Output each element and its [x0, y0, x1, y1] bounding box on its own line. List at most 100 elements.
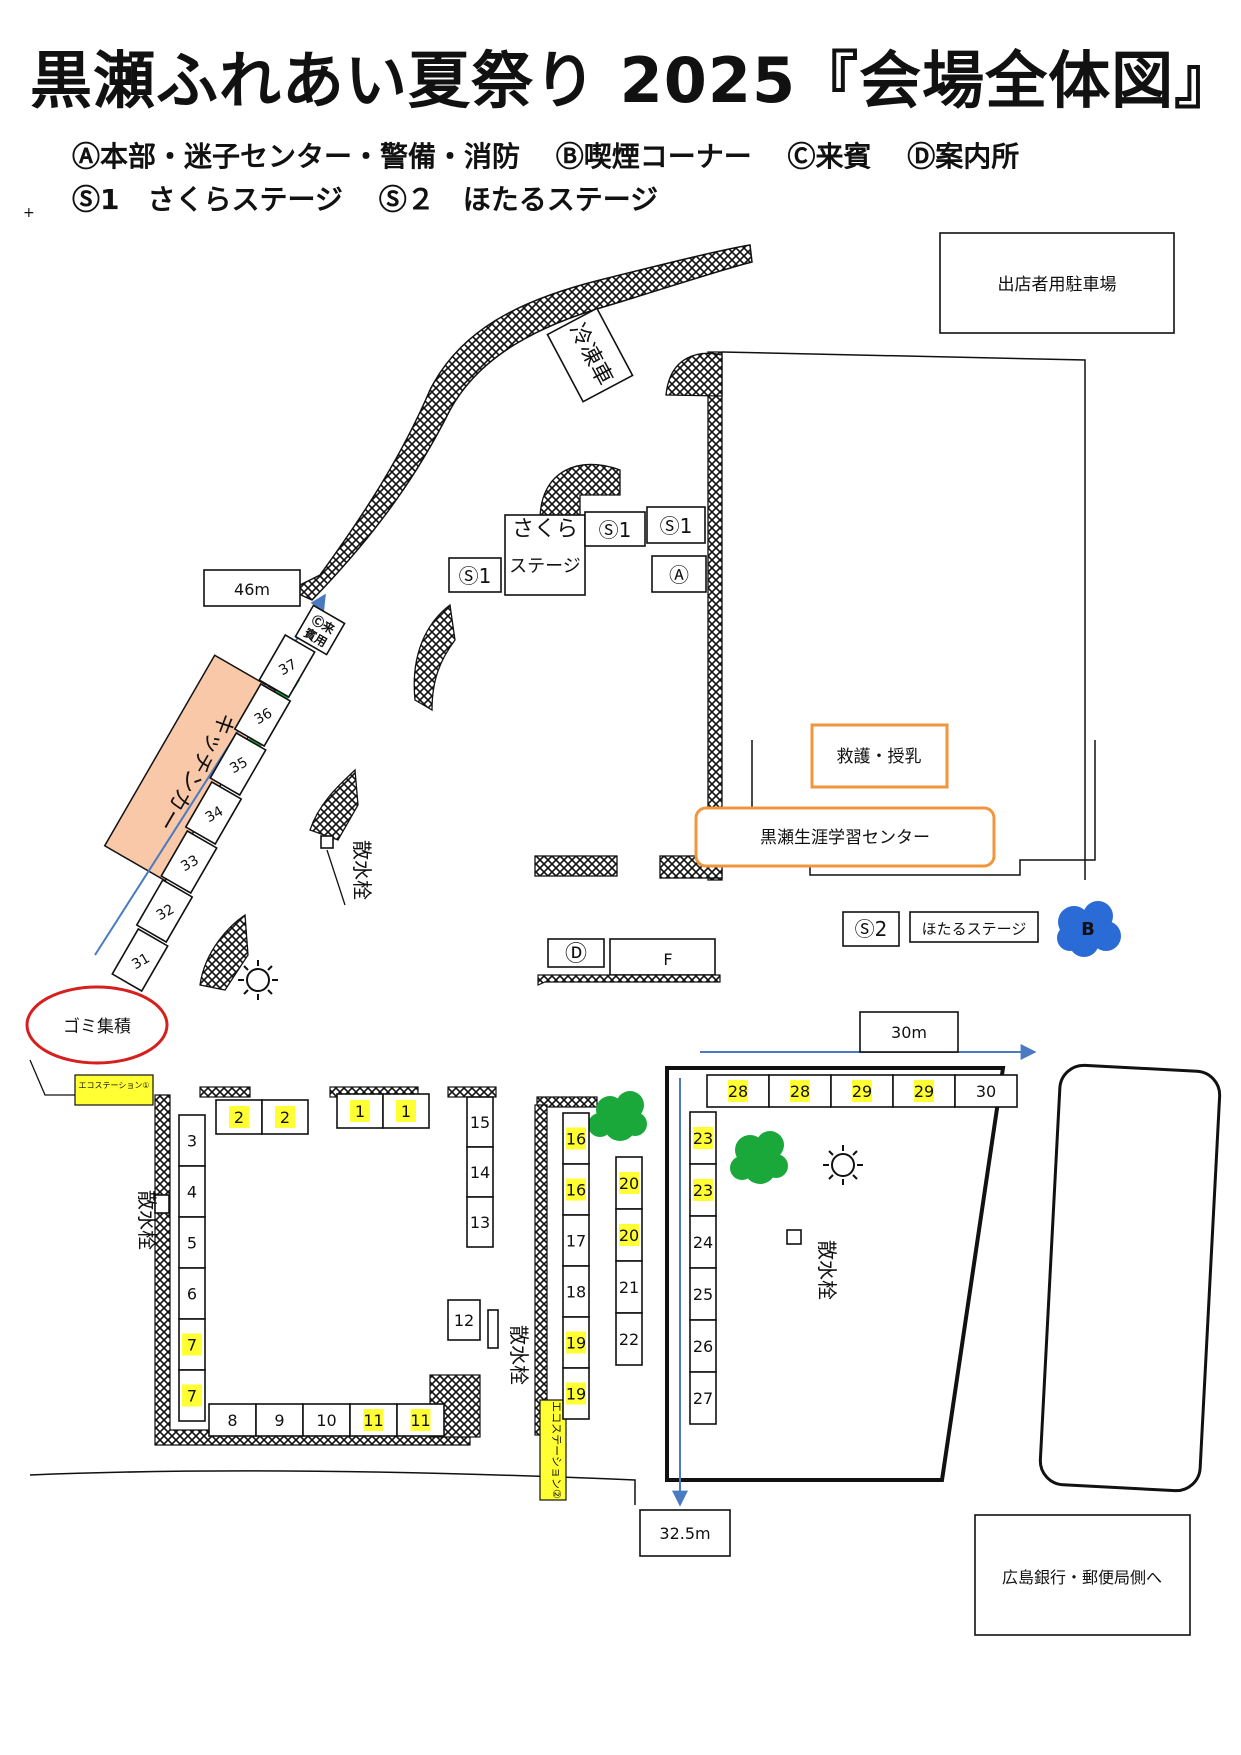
stall-16: 16 [562, 1163, 590, 1216]
legend-c: Ⓒ来賓 [787, 140, 872, 173]
svg-text:28: 28 [790, 1082, 810, 1101]
stall-24: 24 [689, 1215, 717, 1269]
svg-text:23: 23 [693, 1181, 713, 1200]
stall-31: 31 [111, 927, 169, 993]
hydrant-label-1: 散水栓 [350, 840, 374, 900]
hydrant-label-4: 散水栓 [815, 1240, 839, 1300]
svg-text:35: 35 [227, 754, 250, 777]
svg-text:22: 22 [619, 1330, 639, 1349]
stall-35: 35 [209, 731, 267, 797]
garbage-label: ゴミ集積 [63, 1016, 131, 1037]
svg-text:5: 5 [187, 1234, 197, 1253]
stall-20: 20 [615, 1156, 643, 1210]
svg-text:28: 28 [728, 1082, 748, 1101]
svg-text:1: 1 [401, 1102, 411, 1121]
svg-text:25: 25 [693, 1285, 713, 1304]
stall-14: 14 [466, 1146, 494, 1198]
svg-text:21: 21 [619, 1278, 639, 1297]
svg-text:Ⓐ: Ⓐ [669, 563, 689, 587]
stall-23: 23 [689, 1163, 717, 1217]
stall-3: 3 [178, 1114, 206, 1167]
center-wall [707, 351, 723, 881]
svg-text:さくら: さくら [512, 517, 578, 542]
parking-area [939, 232, 1175, 334]
parking-label: 出店者用駐車場 [998, 275, 1117, 295]
svg-text:12: 12 [454, 1311, 474, 1330]
svg-text:29: 29 [914, 1082, 934, 1101]
svg-text:34: 34 [203, 803, 227, 826]
stall-21: 21 [615, 1260, 643, 1314]
svg-text:16: 16 [566, 1130, 586, 1149]
svg-text:3: 3 [187, 1132, 197, 1151]
stall-32: 32 [135, 878, 194, 944]
stall-17: 17 [562, 1214, 590, 1267]
stall-28: 28 [706, 1074, 770, 1108]
measure-46m: 46m [234, 580, 270, 599]
stall-7: 7 [178, 1369, 206, 1422]
sun-icon [238, 960, 278, 1000]
eco-station-1 [74, 1074, 154, 1106]
svg-text:31: 31 [129, 950, 152, 973]
stall-19: 19 [562, 1367, 590, 1420]
smoking-label: B [1081, 919, 1095, 940]
svg-text:ステージ: ステージ [509, 556, 581, 577]
info-d-label: Ⓓ [565, 942, 587, 967]
stall-1: 1 [336, 1093, 384, 1129]
stall-4: 4 [178, 1165, 206, 1218]
svg-text:7: 7 [187, 1387, 197, 1406]
svg-text:エコステーション①: エコステーション① [78, 1081, 149, 1090]
svg-text:26: 26 [693, 1337, 713, 1356]
svg-text:16: 16 [566, 1181, 586, 1200]
svg-text:32: 32 [154, 901, 177, 924]
stall-29: 29 [830, 1074, 894, 1108]
freezer-truck: 冷凍車 [546, 307, 634, 403]
center-label: 黒瀬生涯学習センター [760, 828, 930, 848]
legend-b: Ⓑ喫煙コーナー [555, 140, 752, 173]
stall-33: 33 [160, 829, 218, 895]
legend-a: Ⓐ本部・迷子センター・警備・消防 [72, 140, 521, 173]
measure-30m: 30m [891, 1023, 927, 1042]
svg-text:27: 27 [693, 1389, 713, 1408]
svg-text:20: 20 [619, 1174, 639, 1193]
tree-icon [588, 1091, 788, 1184]
svg-text:24: 24 [693, 1233, 713, 1252]
stall-26: 26 [689, 1319, 717, 1373]
stall-2: 2 [215, 1099, 263, 1135]
stray-mark: + [23, 205, 35, 221]
stall-28: 28 [768, 1074, 832, 1108]
svg-text:エコステーション②: エコステーション② [550, 1401, 563, 1499]
legend-line-1: Ⓐ本部・迷子センター・警備・消防 Ⓑ喫煙コーナー Ⓒ来賓 Ⓓ案内所 [72, 135, 1045, 175]
svg-text:13: 13 [470, 1213, 490, 1232]
svg-text:11: 11 [363, 1411, 383, 1430]
bank-label: 広島銀行・郵便局側へ [1002, 1568, 1162, 1587]
svg-text:7: 7 [187, 1336, 197, 1355]
stall-25: 25 [689, 1267, 717, 1321]
legend-line-2: Ⓢ1 さくらステージ Ⓢ２ ほたるステージ [72, 178, 684, 218]
stall-15: 15 [466, 1096, 494, 1148]
svg-text:Ⓢ1: Ⓢ1 [459, 564, 492, 588]
svg-text:18: 18 [566, 1283, 586, 1302]
hydrant-label-3: 散水栓 [507, 1325, 531, 1385]
stall-12: 12 [447, 1299, 481, 1341]
stall-13: 13 [466, 1196, 494, 1248]
smoking-area-b: B [1057, 901, 1121, 957]
stall-18: 18 [562, 1265, 590, 1318]
svg-text:15: 15 [470, 1113, 490, 1132]
stall-11: 11 [396, 1403, 445, 1437]
svg-text:Ⓢ1: Ⓢ1 [660, 514, 693, 538]
hotaru-label: ほたるステージ [922, 920, 1027, 938]
svg-text:23: 23 [693, 1129, 713, 1148]
stall-27: 27 [689, 1371, 717, 1425]
f-label: F [663, 950, 672, 969]
svg-text:6: 6 [187, 1285, 197, 1304]
legend-d: Ⓓ案内所 [907, 140, 1020, 173]
svg-text:30: 30 [976, 1082, 996, 1101]
stall-5: 5 [178, 1216, 206, 1269]
stall-37: 37 [258, 633, 316, 699]
garbage-area [25, 985, 169, 1065]
eco-station-2 [539, 1399, 567, 1501]
stall-19: 19 [562, 1316, 590, 1369]
svg-text:2: 2 [280, 1108, 290, 1127]
